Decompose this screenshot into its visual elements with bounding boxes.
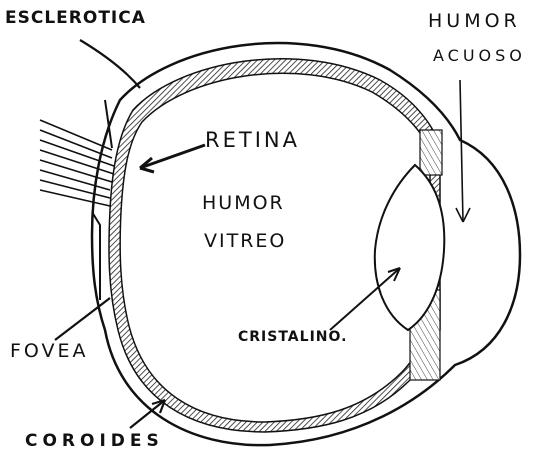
label-humor-acuoso-line1: HUMOR (428, 12, 521, 31)
arrow-esclerotica (80, 40, 140, 88)
optic-nerve (40, 120, 114, 206)
arrow-coroides (130, 400, 165, 428)
label-retina: RETINA (205, 130, 300, 151)
label-esclerotica: ESCLEROTICA (5, 10, 146, 27)
label-humor-vitreo-line1: HUMOR (202, 194, 285, 213)
ciliary-body-top (420, 130, 442, 175)
label-humor-acuoso-line2: ACUOSO (433, 48, 526, 64)
label-humor-vitreo-line2: VITREO (204, 232, 286, 251)
arrow-retina (140, 145, 205, 168)
label-fovea: FOVEA (10, 342, 89, 361)
label-cristalino: CRISTALINO. (238, 330, 347, 344)
arrow-humor-acuoso (460, 80, 463, 222)
label-coroides: COROIDES (25, 433, 164, 450)
